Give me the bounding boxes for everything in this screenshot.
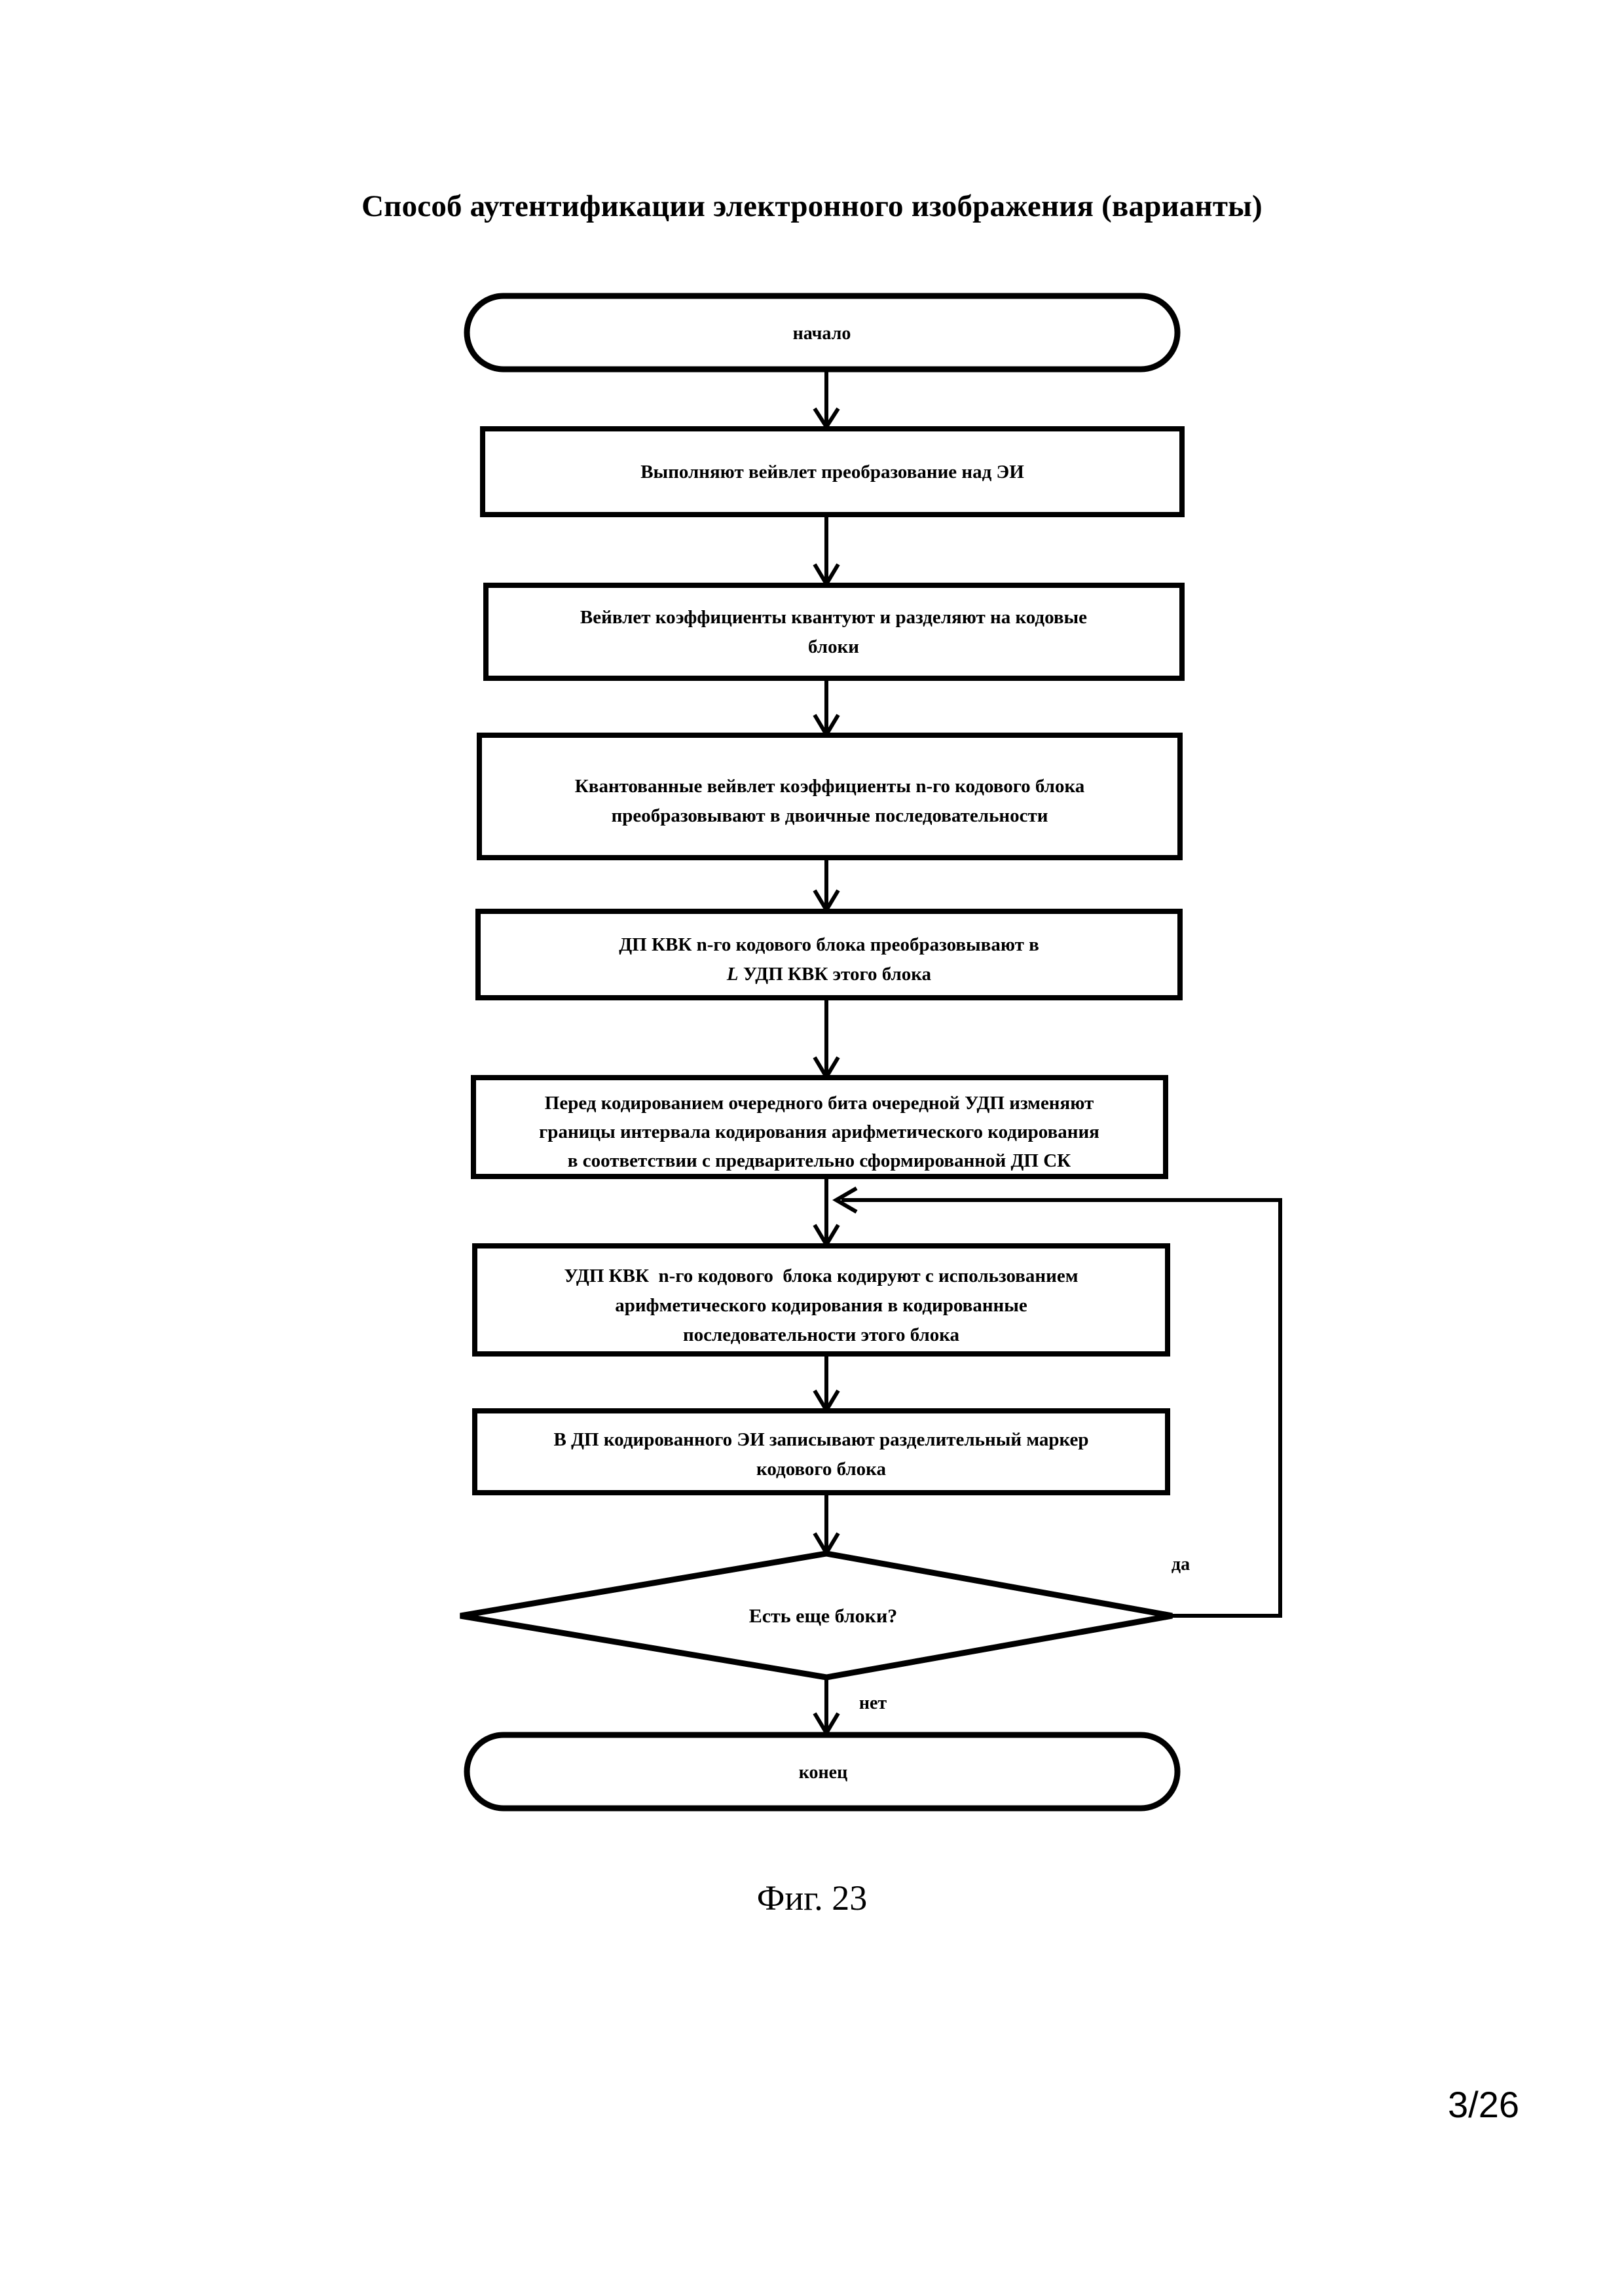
flow-node-step5: Перед кодированием очередного бита очере… [471, 1075, 1168, 1179]
step5-label-line1: Перед кодированием очередного бита очере… [545, 1093, 1094, 1114]
connector-decision-no-to-end: нет [813, 1677, 887, 1737]
step3-process-shape [477, 733, 1183, 860]
flow-node-start: начало [464, 293, 1181, 373]
step3-label-line2: преобразовывают в двоичные последователь… [612, 805, 1048, 826]
flow-node-step4: ДП КВК n-го кодового блока преобразовыва… [475, 909, 1183, 1000]
decision-yes-label: да [1172, 1554, 1190, 1575]
connector-step2-to-step3 [813, 678, 840, 738]
decision-no-label: нет [859, 1693, 887, 1713]
flow-node-step7: В ДП кодированного ЭИ записывают раздели… [472, 1408, 1170, 1495]
connector-start-to-step1 [813, 369, 840, 431]
end-terminal-shape [464, 1732, 1181, 1812]
figure-caption: Фиг. 23 [756, 1878, 868, 1918]
end-terminal-label: конец [799, 1762, 847, 1783]
step4-label-line1: ДП КВК n-го кодового блока преобразовыва… [619, 934, 1039, 955]
step1-label-line1: Выполняют вейвлет преобразование над ЭИ [640, 462, 1024, 483]
step2-label-line2: блоки [808, 636, 859, 657]
connector-step4-to-step5 [813, 998, 840, 1081]
start-terminal-shape [464, 293, 1181, 373]
flow-node-step2: Вейвлет коэффициенты квантуют и разделяю… [483, 583, 1185, 681]
step5-process-shape [471, 1075, 1168, 1179]
flow-node-step3: Квантованные вейвлет коэффициенты n-го к… [477, 733, 1183, 860]
step7-label-line2: кодового блока [756, 1459, 886, 1480]
start-terminal-label: начало [793, 323, 851, 344]
step5-label-line2: границы интервала кодирования арифметиче… [539, 1121, 1099, 1142]
connector-step6-to-step7 [813, 1354, 840, 1414]
page-title: Способ аутентификации электронного изобр… [361, 189, 1263, 223]
step4-label-line2: L УДП КВК этого блока [726, 964, 932, 985]
step6-label-line3: последовательности этого блока [683, 1324, 960, 1345]
flow-node-end: конец [464, 1732, 1181, 1812]
connector-step3-to-step4 [813, 858, 840, 914]
step2-label-line1: Вейвлет коэффициенты квантуют и разделяю… [580, 607, 1087, 628]
step7-process-shape [472, 1408, 1170, 1495]
flow-node-decision: Есть еще блоки? [460, 1550, 1173, 1681]
decision-label: Есть еще блоки? [749, 1605, 898, 1627]
connector-step5-to-step6 [813, 1176, 840, 1248]
step4-process-shape [475, 909, 1183, 1000]
page-number: 3/26 [1448, 2084, 1519, 2125]
step7-label-line1: В ДП кодированного ЭИ записывают раздели… [554, 1429, 1089, 1450]
flow-node-step1: Выполняют вейвлет преобразование над ЭИ [480, 426, 1185, 517]
step5-label-line3: в соответствии с предварительно сформиро… [568, 1150, 1071, 1171]
step6-process-shape [472, 1243, 1170, 1357]
step3-label-line1: Квантованные вейвлет коэффициенты n-го к… [575, 776, 1085, 797]
connector-step1-to-step2 [813, 515, 840, 588]
step1-process-shape [480, 426, 1185, 517]
flow-node-step6: УДП КВК n-го кодового блока кодируют с и… [472, 1243, 1170, 1357]
connector-step7-to-decision [813, 1493, 840, 1557]
step6-label-line1: УДП КВК n-го кодового блока кодируют с и… [564, 1266, 1079, 1286]
step6-label-line2: арифметического кодирования в кодированн… [615, 1295, 1027, 1316]
step2-process-shape [483, 583, 1185, 681]
connector-decision-yes-loop: да [832, 1186, 1282, 1618]
